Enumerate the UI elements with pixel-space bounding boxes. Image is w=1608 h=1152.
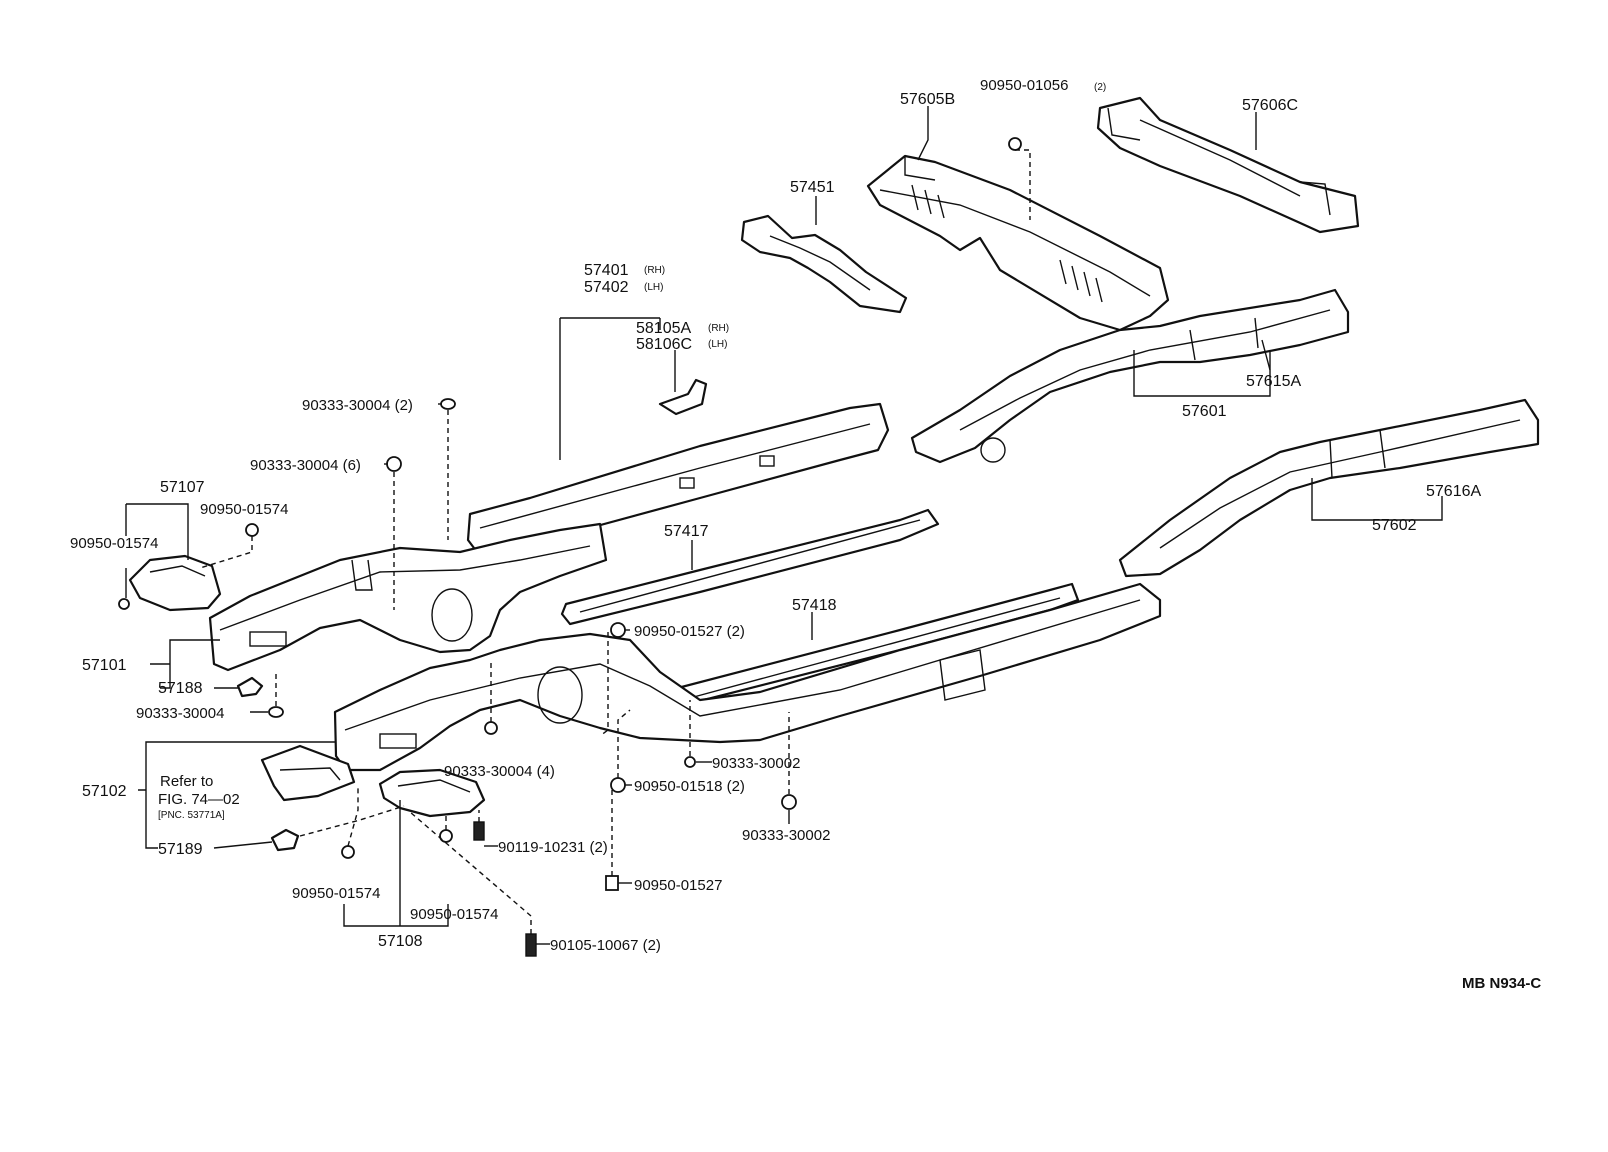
leader-lines xyxy=(125,106,1443,945)
label-90950-01574-c: 90950-01574 xyxy=(292,885,380,902)
label-90950-01056: 90950-01056 xyxy=(980,77,1068,94)
part-57189-shape xyxy=(270,828,300,852)
bolt-90119-10231 xyxy=(473,821,485,841)
nut-90950-01527-b xyxy=(605,875,619,891)
label-57601: 57601 xyxy=(1182,403,1227,420)
label-57606C: 57606C xyxy=(1242,97,1298,114)
part-57188-shape xyxy=(236,676,264,698)
label-57417: 57417 xyxy=(664,523,709,540)
plug-90950-01518 xyxy=(610,777,626,793)
refer-note-line1: Refer to xyxy=(160,773,213,790)
nut-90950-01056 xyxy=(1008,137,1022,151)
label-90950-01527-b: 90950-01527 xyxy=(634,877,722,894)
label-57616A: 57616A xyxy=(1426,483,1481,500)
plug-90333-30004-c xyxy=(268,706,284,718)
part-58105A-shape xyxy=(658,378,708,416)
hardware-items xyxy=(118,137,1022,957)
label-57602: 57602 xyxy=(1372,517,1417,534)
label-90950-01574-b: 90950-01574 xyxy=(70,535,158,552)
label-90950-01056-qty: (2) xyxy=(1094,82,1106,93)
part-57417-shape xyxy=(560,508,940,626)
part-57606C-shape xyxy=(1096,96,1360,234)
label-57605B: 57605B xyxy=(900,91,955,108)
label-90950-01574-a: 90950-01574 xyxy=(200,501,288,518)
label-90333-30004-c: 90333-30004 xyxy=(136,705,224,722)
label-58106C-lh: (LH) xyxy=(708,339,727,350)
label-90333-30002-b: 90333-30002 xyxy=(742,827,830,844)
nut-90950-01574-b xyxy=(118,598,130,610)
label-58105A: 58105A xyxy=(636,320,691,337)
label-58105A-rh: (RH) xyxy=(708,323,729,334)
label-90105-10067-2: 90105-10067 (2) xyxy=(550,937,661,954)
label-57188: 57188 xyxy=(158,680,203,697)
label-57401-rh: (RH) xyxy=(644,265,665,276)
label-57189: 57189 xyxy=(158,841,203,858)
part-57602-shape xyxy=(1118,398,1540,578)
label-90119-10231-2: 90119-10231 (2) xyxy=(498,839,608,856)
label-57107: 57107 xyxy=(160,479,205,496)
label-57101: 57101 xyxy=(82,657,127,674)
label-90950-01518-2: 90950-01518 (2) xyxy=(634,778,745,795)
label-57401: 57401 xyxy=(584,262,629,279)
label-90333-30004-4: 90333-30004 (4) xyxy=(444,763,555,780)
label-90333-30002-a: 90333-30002 xyxy=(712,755,800,772)
plug-90333-30004-a xyxy=(440,398,456,410)
label-57451: 57451 xyxy=(790,179,835,196)
nut-90950-01574-c xyxy=(341,845,355,859)
diagram-code: MB N934-C xyxy=(1462,975,1541,992)
part-57451-shape xyxy=(740,214,908,314)
label-90333-30004-2: 90333-30004 (2) xyxy=(302,397,413,414)
part-heat-shield-shape xyxy=(260,744,356,802)
refer-note-line2: FIG. 74—02 xyxy=(158,791,240,808)
label-57102: 57102 xyxy=(82,783,127,800)
label-90950-01574-d: 90950-01574 xyxy=(410,906,498,923)
plug-90333-30002-a xyxy=(684,756,696,768)
bolt-90105-10067 xyxy=(525,933,537,957)
label-57402: 57402 xyxy=(584,279,629,296)
plug-90333-30004-d xyxy=(484,721,498,735)
part-57101-shape xyxy=(208,522,608,672)
label-58106C: 58106C xyxy=(636,336,692,353)
label-57108: 57108 xyxy=(378,933,423,950)
plug-90333-30002-b xyxy=(781,794,797,810)
plug-90950-01527-a xyxy=(610,622,626,638)
label-90333-30004-6: 90333-30004 (6) xyxy=(250,457,361,474)
part-labels: 57605B 90950-01056 (2) 57606C 57451 5740… xyxy=(70,77,1541,992)
refer-note-line3: [PNC. 53771A] xyxy=(158,810,225,821)
label-57402-lh: (LH) xyxy=(644,282,663,293)
label-90950-01527-2: 90950-01527 (2) xyxy=(634,623,745,640)
label-57615A: 57615A xyxy=(1246,373,1301,390)
part-57102-shape xyxy=(333,582,1162,772)
part-57108-shape xyxy=(378,768,486,818)
part-57107-shape xyxy=(128,554,222,612)
part-57601-shape xyxy=(910,288,1350,464)
part-57605B-shape xyxy=(866,154,1170,332)
label-57418: 57418 xyxy=(792,597,837,614)
nut-90950-01574-a xyxy=(245,523,259,537)
plug-90333-30004-b xyxy=(386,456,402,472)
